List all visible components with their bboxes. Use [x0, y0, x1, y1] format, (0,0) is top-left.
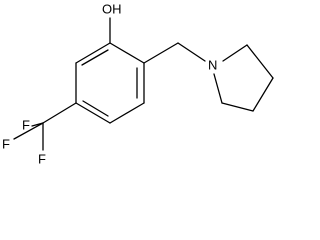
pyrrolidine-bond-cd-n: [213, 73, 223, 104]
ring-double-bond-c1-c6: [81, 49, 109, 66]
pyrrolidine-bond-ca-cb: [246, 44, 274, 79]
bond-ch2-n: [177, 42, 206, 62]
trifluoromethyl-group: [13, 102, 77, 151]
pyrrolidine-bond-n-ca: [222, 44, 248, 62]
nitrogen-label: N: [208, 57, 217, 72]
ring-bond-c3-c4: [109, 102, 145, 124]
ring-bond-c4-c5: [75, 102, 111, 124]
pyrrolidine-ring: [213, 44, 274, 112]
chemical-structure: OH N F F F: [2, 1, 274, 166]
fluorine-left-label: F: [2, 136, 10, 151]
benzene-ring: [75, 42, 145, 124]
bond-c2-ch2: [143, 42, 179, 64]
fluorine-bottom-label: F: [38, 151, 46, 166]
hydroxyl-label: OH: [102, 1, 122, 16]
ring-bond-c1-c2: [109, 42, 145, 64]
fluorine-top-label: F: [22, 117, 30, 132]
ring-bond-c6-c1: [75, 42, 111, 64]
pyrrolidine-bond-cc-cd: [221, 102, 254, 112]
bond-cf3-f-left: [13, 122, 44, 140]
bond-c5-cf3: [42, 102, 77, 124]
ring-double-bond-c4-c5: [82, 100, 109, 117]
pyrrolidine-bond-cb-cc: [252, 77, 274, 112]
